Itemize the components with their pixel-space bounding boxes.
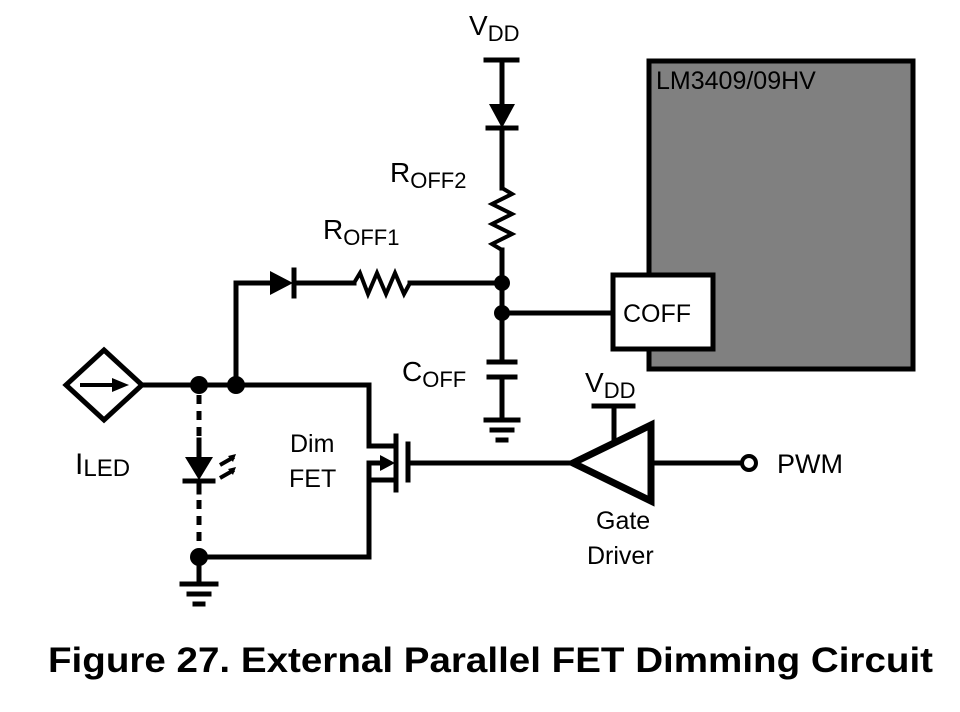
fet-arrow-icon xyxy=(380,455,395,471)
gate-driver: VDD Gate Driver xyxy=(565,367,655,570)
dim-fet: Dim FET xyxy=(289,382,411,560)
coff-pin-box xyxy=(610,272,716,352)
current-source-iled: ILED xyxy=(62,346,146,482)
ground-symbol xyxy=(179,554,219,607)
resistor-roff2: ROFF2 xyxy=(390,157,517,286)
vdd-top-supply: VDD xyxy=(469,10,520,107)
vdd-top-label: VDD xyxy=(469,10,519,46)
coff-pin-label: COFF xyxy=(623,300,691,328)
ic-name: LM3409/09HV xyxy=(656,67,816,95)
roff1-branch: ROFF1 xyxy=(233,214,505,388)
dim-fet-label-line1: Dim xyxy=(290,430,334,458)
light-emission-icon xyxy=(219,454,236,480)
capacitor-coff: COFF xyxy=(402,356,521,443)
led-string xyxy=(182,395,236,548)
diode-roff1-triangle xyxy=(270,271,293,295)
junction-node xyxy=(190,376,208,394)
figure-caption: Figure 27. External Parallel FET Dimming… xyxy=(48,641,933,680)
dim-fet-label-line2: FET xyxy=(289,465,336,493)
pwm-terminal xyxy=(740,454,758,472)
pwm-label: PWM xyxy=(777,449,843,479)
resistor-roff2-zigzag xyxy=(487,186,517,252)
diode-vdd xyxy=(485,104,519,191)
emission-arrowhead xyxy=(228,467,236,475)
emission-arrowhead xyxy=(228,454,236,462)
vdd-driver-label: VDD xyxy=(585,367,635,403)
led-triangle xyxy=(185,457,213,480)
arrow-right-icon xyxy=(112,378,129,392)
junction-node xyxy=(227,376,245,394)
roff1-label: ROFF1 xyxy=(323,214,399,250)
gate-driver-label-line2: Driver xyxy=(587,542,654,570)
gate-driver-label-line1: Gate xyxy=(596,507,650,535)
resistor-roff1-zigzag xyxy=(352,267,412,300)
pwm-input: PWM xyxy=(648,449,843,479)
coff-label: COFF xyxy=(402,356,466,392)
coff-pin: COFF xyxy=(610,272,716,352)
diode-vdd-triangle xyxy=(489,104,515,128)
roff2-label: ROFF2 xyxy=(390,157,466,193)
iled-label: ILED xyxy=(75,448,130,482)
